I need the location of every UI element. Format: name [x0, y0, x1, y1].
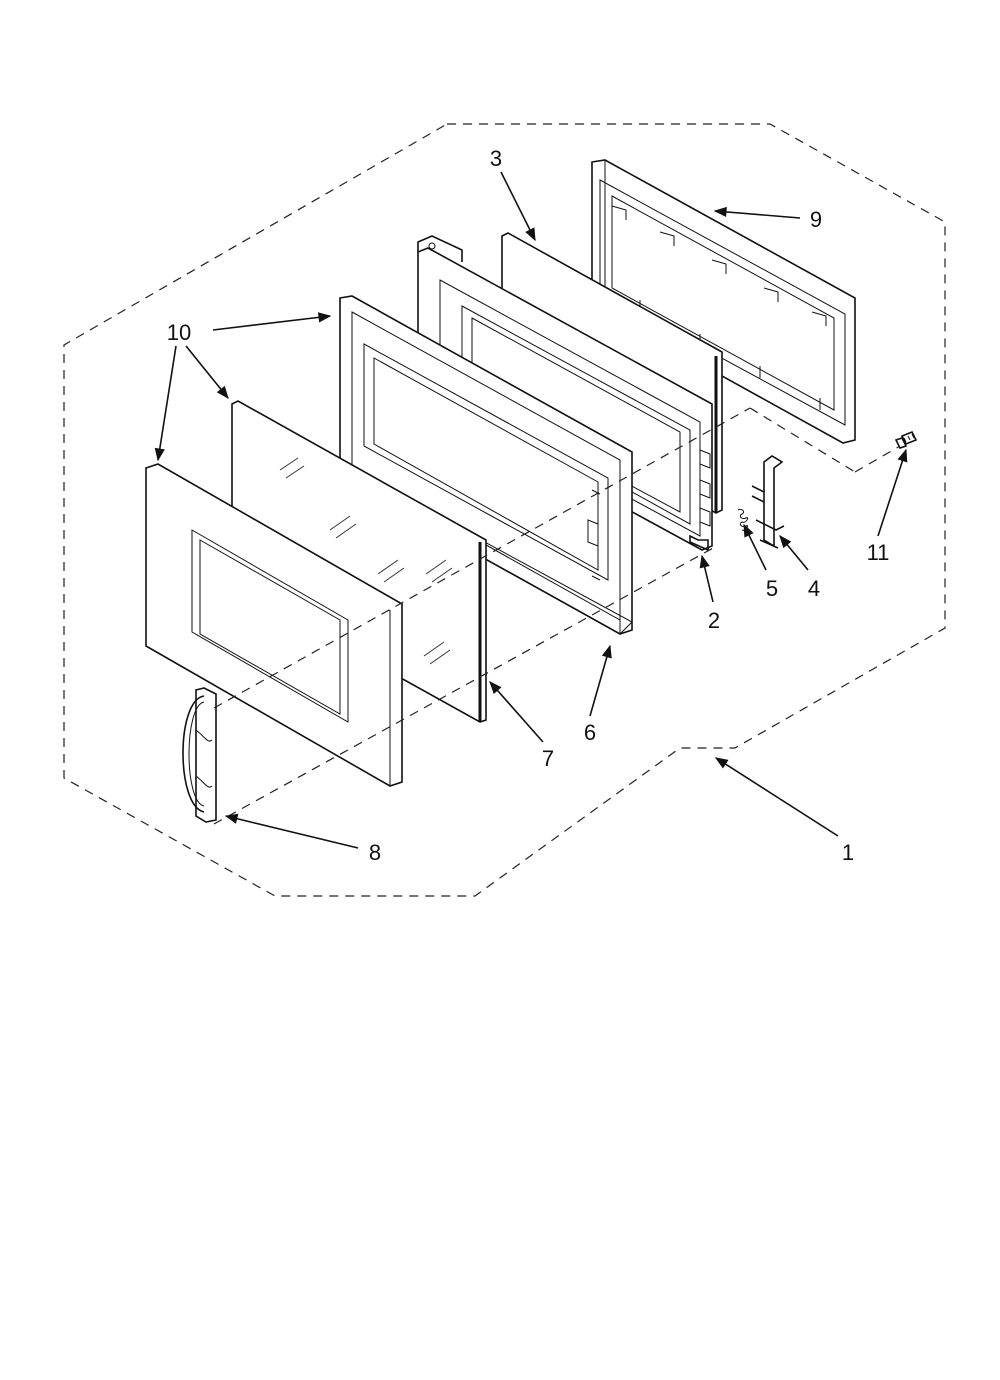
part-10-outer-panel [145, 463, 403, 787]
callout-labels: 3 9 10 11 5 4 2 6 7 8 1 [167, 146, 890, 865]
callout-7: 7 [542, 746, 554, 771]
part-11-screw [894, 430, 918, 449]
callout-10: 10 [167, 320, 191, 345]
callout-11: 11 [867, 540, 890, 565]
alignment-lines [213, 407, 901, 825]
part-5-spring [737, 509, 749, 531]
callout-5: 5 [766, 576, 778, 601]
callout-2: 2 [708, 608, 720, 633]
callout-4: 4 [808, 576, 820, 601]
callout-9: 9 [810, 207, 822, 232]
assembly-boundary [63, 123, 946, 897]
callout-leaders [154, 171, 908, 849]
callout-6: 6 [584, 720, 596, 745]
part-4-latch [751, 455, 785, 549]
part-8-handle [182, 687, 217, 823]
callout-3: 3 [490, 146, 502, 171]
callout-1: 1 [842, 840, 854, 865]
callout-8: 8 [369, 840, 381, 865]
